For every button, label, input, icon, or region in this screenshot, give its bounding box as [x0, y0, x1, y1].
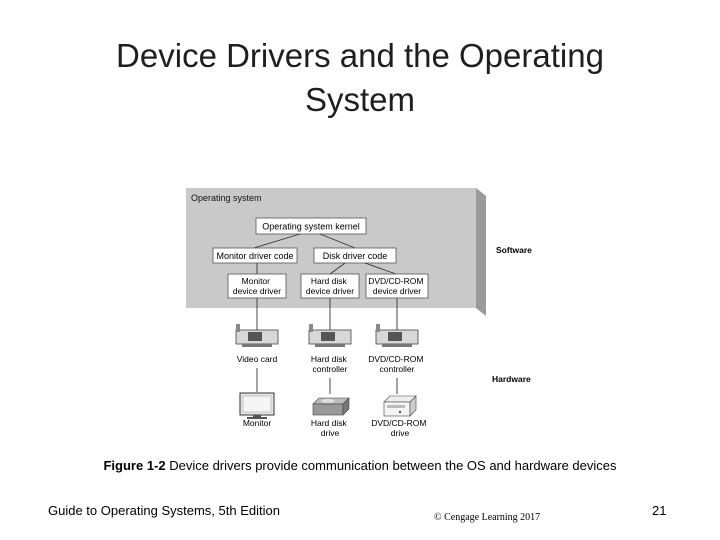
device-line: Hard disk [311, 418, 348, 428]
device-line: DVD/CD-ROM [371, 418, 426, 428]
dvd-device-driver-label: DVD/CD-ROM device driver [368, 276, 426, 296]
driver-line: device driver [233, 286, 281, 296]
device-line: Monitor [243, 418, 272, 428]
video-card-icon [235, 324, 279, 347]
card-line: controller [380, 364, 415, 374]
connector [253, 233, 301, 249]
hard-disk-drive-icon [312, 397, 350, 416]
monitor-driver-code-box [212, 247, 298, 264]
connector [319, 233, 356, 249]
dvd-drive-label: DVD/CD-ROM drive [371, 418, 429, 438]
driver-line: device driver [306, 286, 354, 296]
footer-book-title: Guide to Operating Systems, 5th Edition [48, 503, 280, 518]
kernel-label: Operating system kernel [262, 222, 360, 232]
card-line: controller [313, 364, 348, 374]
hard-disk-controller-icon [308, 324, 352, 347]
driver-line: Hard disk [311, 276, 348, 286]
hard-disk-controller-label: Hard disk controller [311, 354, 349, 374]
caption-label: Figure 1-2 [103, 458, 166, 473]
kernel-box [255, 217, 367, 235]
dvd-controller-icon [375, 324, 419, 347]
driver-line: DVD/CD-ROM [368, 276, 423, 286]
video-card-label: Video card [237, 354, 278, 364]
caption-text: Device drivers provide communication bet… [165, 458, 617, 473]
monitor-icon [239, 392, 275, 419]
connector [329, 262, 346, 275]
connector [364, 262, 397, 275]
dvd-device-driver-box [365, 273, 429, 299]
software-label: Software [496, 245, 532, 255]
hardware-label: Hardware [492, 374, 531, 384]
card-line: Video card [237, 354, 278, 364]
figure-caption: Figure 1-2 Device drivers provide commun… [60, 458, 660, 473]
dvd-controller-label: DVD/CD-ROM controller [368, 354, 426, 374]
device-line: drive [391, 428, 410, 438]
driver-line: Monitor [242, 276, 271, 286]
device-line: drive [321, 428, 340, 438]
page-number: 21 [652, 503, 667, 518]
os-box-side [476, 188, 486, 316]
disk-driver-code-label: Disk driver code [323, 251, 388, 261]
monitor-driver-code-label: Monitor driver code [216, 251, 293, 261]
card-line: DVD/CD-ROM [368, 354, 423, 364]
dvd-drive-icon [383, 395, 417, 417]
monitor-label: Monitor [243, 418, 272, 428]
disk-driver-code-box [313, 247, 397, 264]
hard-disk-device-driver-label: Hard disk device driver [306, 276, 354, 296]
os-label: Operating system [191, 193, 262, 203]
monitor-device-driver-label: Monitor device driver [233, 276, 281, 296]
footer-copyright: © Cengage Learning 2017 [434, 512, 541, 523]
hard-disk-drive-label: Hard disk drive [311, 418, 349, 438]
hard-disk-device-driver-box [300, 273, 360, 299]
driver-line: device driver [373, 286, 421, 296]
slide-title: Device Drivers and the Operating System [116, 37, 604, 118]
monitor-device-driver-box [227, 273, 287, 299]
card-line: Hard disk [311, 354, 348, 364]
